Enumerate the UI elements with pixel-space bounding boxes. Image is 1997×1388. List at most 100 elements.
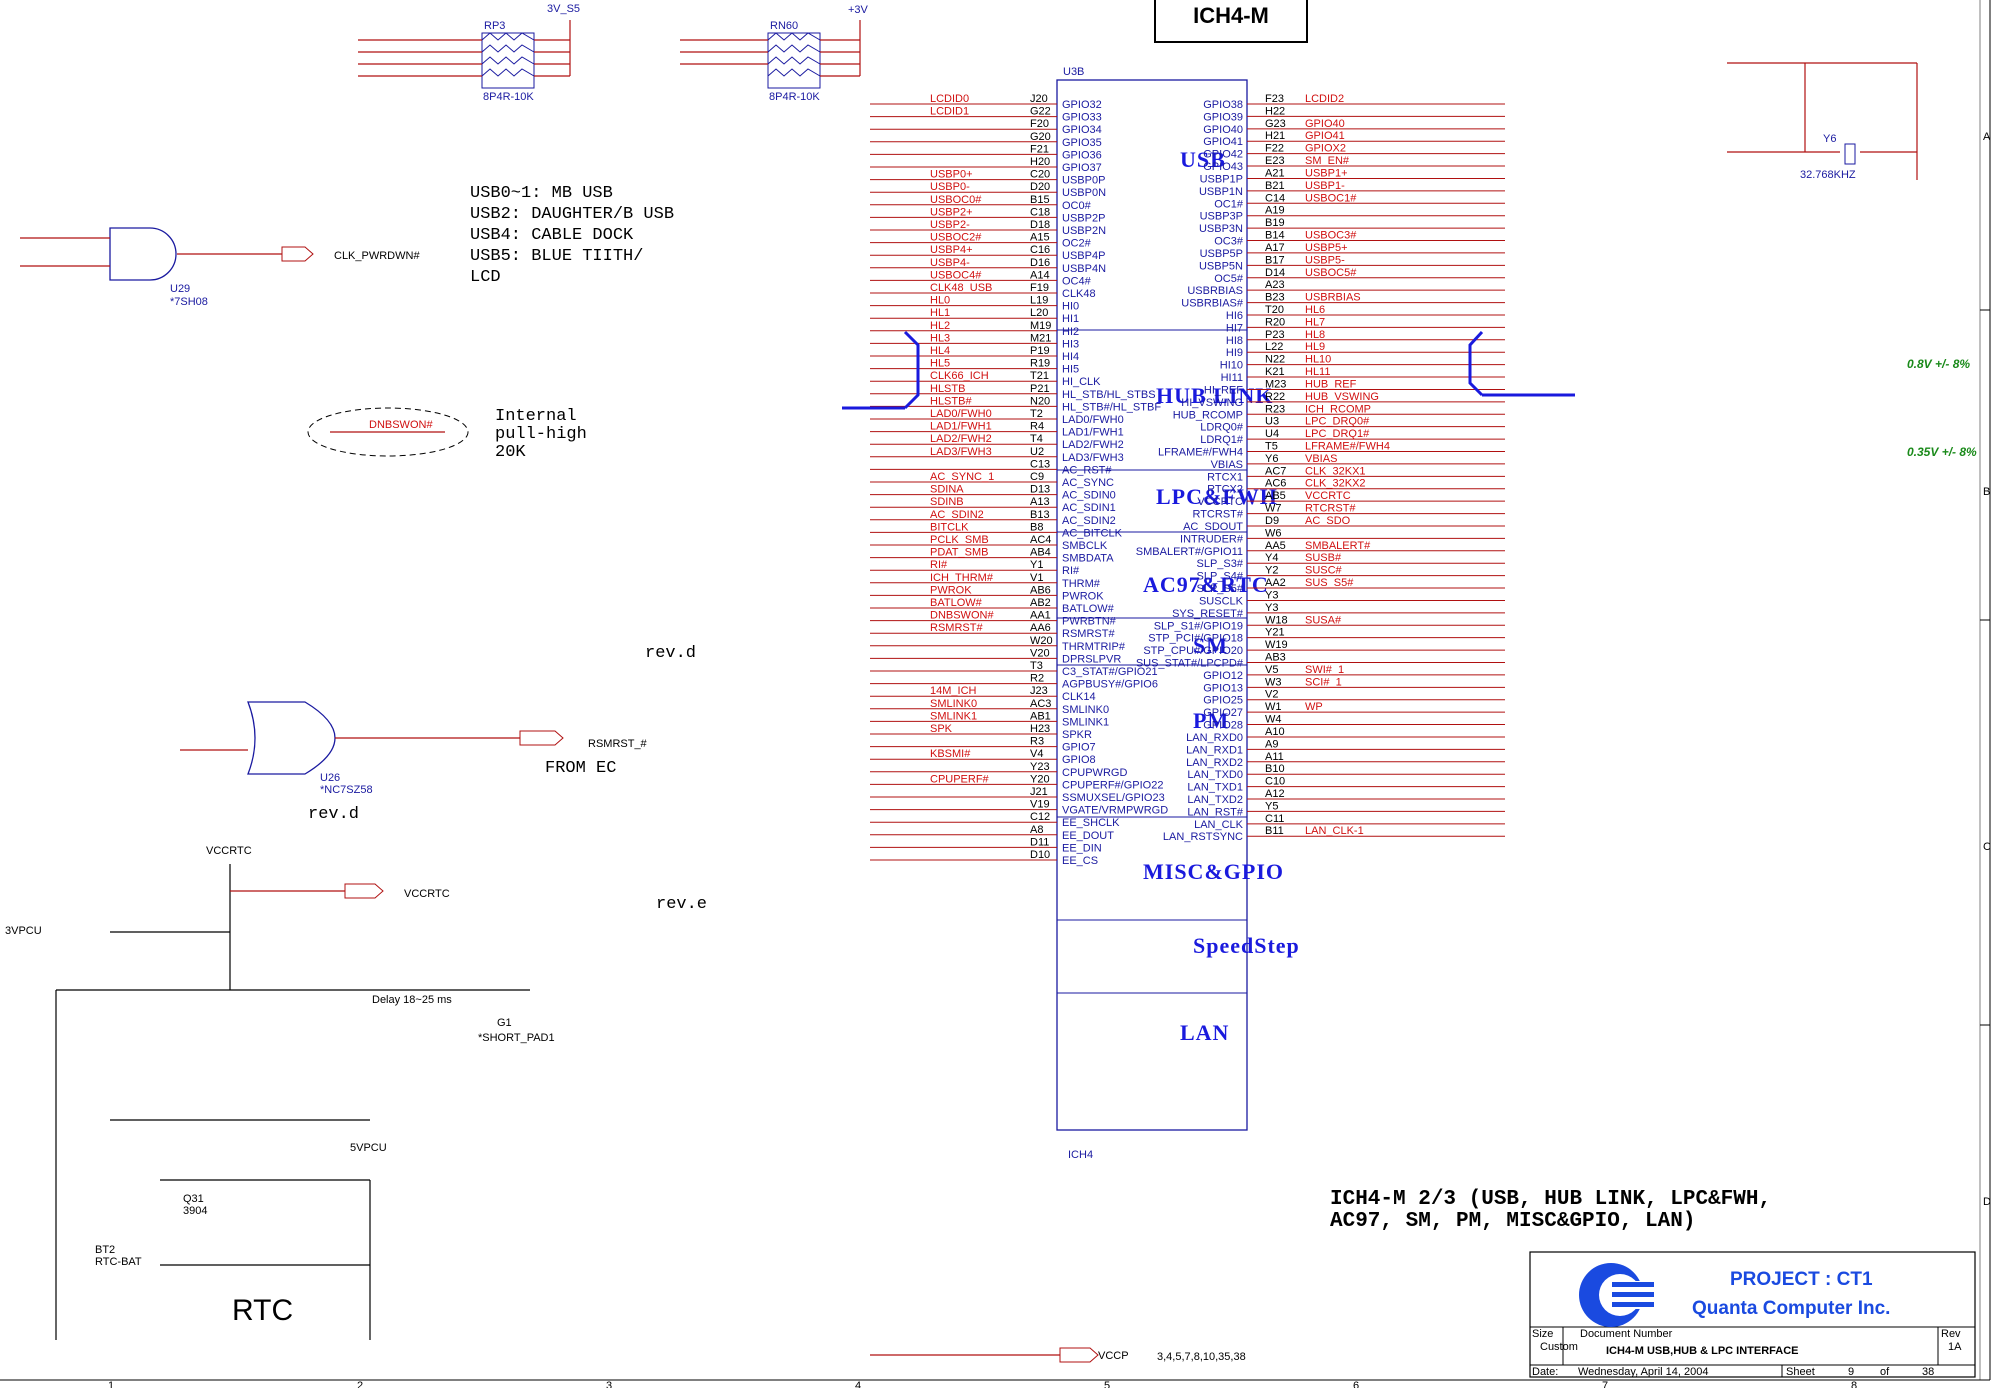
- pin-name: GPIO34: [1062, 124, 1102, 136]
- pin-name: AC_SDIN2: [1062, 515, 1116, 527]
- sheet-value: 9: [1848, 1366, 1854, 1378]
- pin-name: CLK14: [1062, 691, 1096, 703]
- net-label: USBP4+: [930, 244, 973, 256]
- pin-number: D18: [1030, 219, 1050, 231]
- net-label: USBP1-: [1305, 180, 1345, 192]
- pin-number: C10: [1265, 776, 1285, 788]
- dnbswon-label: DNBSWON#: [369, 419, 433, 431]
- pin-number: F21: [1030, 143, 1049, 155]
- pin-name: STP_CPU#/GPIO20: [1143, 645, 1243, 657]
- net-label: RSMRST#: [930, 622, 983, 634]
- pin-name: AGPBUSY#/GPIO6: [1062, 679, 1158, 691]
- pin-number: H21: [1265, 130, 1285, 142]
- pin-name: SPKR: [1062, 729, 1092, 741]
- pin-name: RSMRST#: [1062, 628, 1115, 640]
- pin-number: L20: [1030, 307, 1048, 319]
- pin-number: Y5: [1265, 800, 1278, 812]
- rp3-supply: 3V_S5: [547, 3, 580, 15]
- rev-label: Rev: [1941, 1328, 1961, 1340]
- pin-name: PWRBTN#: [1062, 616, 1117, 628]
- pin-number: T3: [1030, 660, 1043, 672]
- block-lan: LAN: [1180, 1020, 1229, 1045]
- pin-number: R20: [1265, 316, 1285, 328]
- docnum-label: Document Number: [1580, 1328, 1673, 1340]
- pin-name: GPIO38: [1203, 99, 1243, 111]
- pin-number: W18: [1265, 614, 1288, 626]
- pin-name: RTCX2: [1207, 484, 1243, 496]
- net-label: CLK48_USB: [930, 282, 992, 294]
- net-label: HL7: [1305, 316, 1325, 328]
- block-pm: PM: [1193, 708, 1229, 733]
- pin-name: USBP0P: [1062, 175, 1105, 187]
- pin-name: HI5: [1062, 364, 1079, 376]
- pin-number: V2: [1265, 689, 1278, 701]
- pin-number: C14: [1265, 192, 1285, 204]
- net-label: GPIO41: [1305, 130, 1345, 142]
- pin-number: F22: [1265, 143, 1284, 155]
- q31-label: Q31: [183, 1193, 204, 1205]
- pin-number: U2: [1030, 446, 1044, 458]
- pin-number: W7: [1265, 503, 1282, 515]
- pin-number: T2: [1030, 408, 1043, 420]
- net-label: DNBSWON#: [930, 610, 994, 622]
- bt2-label: BT2: [95, 1244, 115, 1256]
- pin-number: AB1: [1030, 710, 1051, 722]
- pin-name: OC4#: [1062, 275, 1092, 287]
- net-label: HL2: [930, 320, 950, 332]
- pin-name: GPIO41: [1203, 136, 1243, 148]
- pin-name: EE_DOUT: [1062, 830, 1114, 842]
- vccp-pages: 3,4,5,7,8,10,35,38: [1157, 1351, 1246, 1363]
- pin-name: LAN_RST#: [1187, 806, 1244, 818]
- pin-number: E23: [1265, 155, 1285, 167]
- net-label: SUSB#: [1305, 552, 1342, 564]
- net-label: CLK_32KX2: [1305, 478, 1366, 490]
- pin-number: V5: [1265, 664, 1278, 676]
- pin-name: USBP4N: [1062, 263, 1106, 275]
- net-label: USBOC3#: [1305, 230, 1357, 242]
- pin-name: GPIO40: [1203, 124, 1243, 136]
- net-label: SDINB: [930, 496, 964, 508]
- pin-name: HL_STB/HL_STBS: [1062, 389, 1156, 401]
- pin-name: USBP2P: [1062, 212, 1105, 224]
- pin-name: GPIO36: [1062, 149, 1102, 161]
- pin-number: B14: [1265, 230, 1285, 242]
- net-label: LFRAME#/FWH4: [1305, 441, 1390, 453]
- net-label: LPC_DRQ1#: [1305, 428, 1370, 440]
- net-label: USBRBIAS: [1305, 292, 1361, 304]
- vpcu5-label: 5VPCU: [350, 1142, 387, 1154]
- net-label: SCI#_1: [1305, 676, 1342, 688]
- net-label: LAD1/FWH1: [930, 421, 992, 433]
- pin-name: LAD3/FWH3: [1062, 452, 1124, 464]
- pin-number: AA5: [1265, 540, 1286, 552]
- pin-name: VGATE/VRMPWRGD: [1062, 805, 1168, 817]
- pin-name: USBP0N: [1062, 187, 1106, 199]
- net-label: LAN_CLK-1: [1305, 825, 1364, 837]
- pin-number: R19: [1030, 358, 1050, 370]
- pin-number: B21: [1265, 180, 1285, 192]
